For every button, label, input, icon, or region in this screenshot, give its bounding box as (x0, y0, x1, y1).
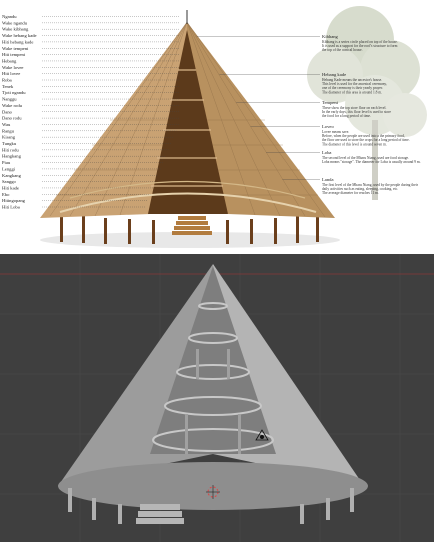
left-label: Lenggi (2, 166, 16, 171)
left-label: Hiti kade (2, 185, 19, 190)
right-note-body-line: Before, when the people are used into a … (322, 134, 405, 139)
background-tree (307, 6, 427, 200)
right-note-body-line: This level is used for the ancestral cer… (322, 82, 387, 87)
left-label: Hiti hebang kade (2, 39, 33, 44)
left-label: Wau (2, 122, 11, 127)
left-label: Wake rodu (2, 103, 23, 108)
right-note-body-line: Hebang Kade means the ancestor's house. (322, 78, 382, 82)
left-label: Rangu (2, 128, 15, 133)
model-interior-rings (152, 302, 274, 452)
right-note-body-line: the food for a long period of time. (322, 114, 371, 118)
right-note-title: Tempeni (322, 100, 339, 105)
right-note-body-line: Lovee means save. (322, 130, 349, 134)
right-note-body-line: one of the ceremony is their yearly pray… (322, 86, 383, 90)
right-note-body-line: The second level of the Mbaru Niang, use… (322, 156, 409, 161)
left-label: Sanggo (2, 179, 16, 184)
house-stilts (60, 214, 319, 244)
left-label: Kangkang (2, 173, 22, 178)
model-interior (150, 266, 276, 454)
left-label: Tenek (2, 84, 14, 89)
left-label: Wake ngandu (2, 20, 28, 25)
right-note-title: Kibhang (322, 34, 339, 39)
left-label: Ngandu (2, 14, 17, 19)
right-note-title: Loveo (322, 124, 334, 129)
right-note-body-line: The diameter of this area is around 1.8 … (322, 90, 382, 94)
right-note-body-line: These show the top store floor on each l… (322, 106, 386, 110)
right-note-title: Landa (322, 177, 333, 182)
right-note-body-line: the floor are used to store the crops fo… (322, 138, 410, 142)
model-posts (185, 349, 241, 454)
left-label: Tungku (2, 141, 17, 146)
left-label: Hebang (2, 58, 17, 63)
left-label: Dano (2, 109, 13, 114)
interior-frame (148, 30, 228, 214)
right-note-title: Loba (322, 150, 331, 155)
right-note-body-line: In the early days, this floor level is u… (322, 110, 391, 115)
right-note-body-line: Kibhang is a series circle placed on top… (322, 40, 398, 44)
left-label: Nanggu (2, 97, 17, 102)
interior-levels (151, 69, 223, 187)
right-note-body-line: daily activities such as eating, sleepin… (322, 187, 398, 192)
3d-model-viewport[interactable] (0, 254, 434, 542)
left-label: Wake kibhang (2, 27, 29, 32)
left-label: Wake tempeni (2, 46, 29, 51)
viewport-svg (0, 254, 434, 542)
right-note-body-line: The diameter of this level is around sev… (322, 142, 387, 146)
right-note-body-line: It is used as a support for the roof's s… (322, 44, 398, 48)
right-note-body-line: The first level of the Mbaru Niang, used… (322, 183, 419, 188)
left-label: Hiti Loba (2, 205, 20, 210)
left-label: Piau (2, 160, 11, 165)
thatch-texture (49, 21, 326, 218)
right-note-body-line: Loba means "storage". The diameter for L… (322, 160, 421, 164)
ground-shadow (40, 232, 340, 248)
model-stairs (136, 504, 184, 524)
left-label: Roba (2, 78, 12, 83)
entrance-stairs (172, 216, 212, 235)
left-label: Hiti lovee (2, 71, 20, 76)
3d-cursor-icon[interactable] (206, 485, 220, 499)
right-note-body-line: the top of the conical house. (322, 48, 363, 52)
left-label: Kisang (2, 135, 16, 140)
left-label: Hiti tempeni (2, 52, 26, 57)
right-note-body-line: The average diameter for reaches 11 m. (322, 191, 379, 195)
right-note-title: Hebang kade (322, 72, 346, 77)
model-stilts (68, 488, 354, 524)
left-label: Wake lovee (2, 65, 23, 70)
left-label: Hitingopang (2, 198, 26, 203)
light-gizmo-icon[interactable] (255, 429, 269, 441)
left-label: Wake hebang kade (2, 33, 37, 38)
left-label: Ebo (2, 192, 10, 197)
left-label: Dano rodu (2, 116, 22, 121)
left-label: Tjoti ngandu (2, 90, 26, 95)
left-label: Hangkang (2, 154, 22, 159)
left-label: Hiti rodu (2, 147, 19, 152)
floor-ring-beam (59, 192, 317, 213)
upper-ring-beam (69, 180, 306, 199)
